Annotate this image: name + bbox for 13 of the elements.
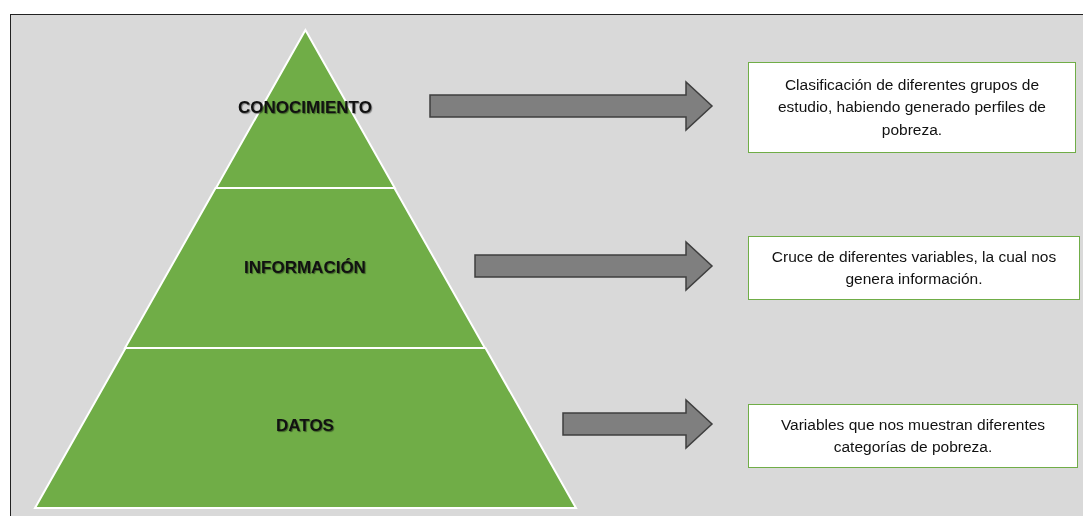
description-text: Clasificación de diferentes grupos de estudio, habiendo generado perfiles de pobreza. [777, 74, 1047, 140]
pyramid-tier [125, 188, 485, 348]
description-box [748, 62, 1076, 153]
block-arrow [474, 240, 714, 292]
tier-label: INFORMACIÓN [243, 258, 367, 278]
tier-label: DATOS [275, 416, 335, 436]
block-arrow [562, 398, 714, 450]
description-text: Cruce de diferentes variables, la cual nos genera información. [770, 246, 1058, 289]
pyramid-tier [34, 348, 576, 508]
description-box [748, 236, 1080, 300]
description-box [748, 404, 1078, 468]
block-arrow [429, 80, 714, 132]
description-text: Variables que nos muestran diferentes categorías de pobreza. [779, 414, 1047, 457]
